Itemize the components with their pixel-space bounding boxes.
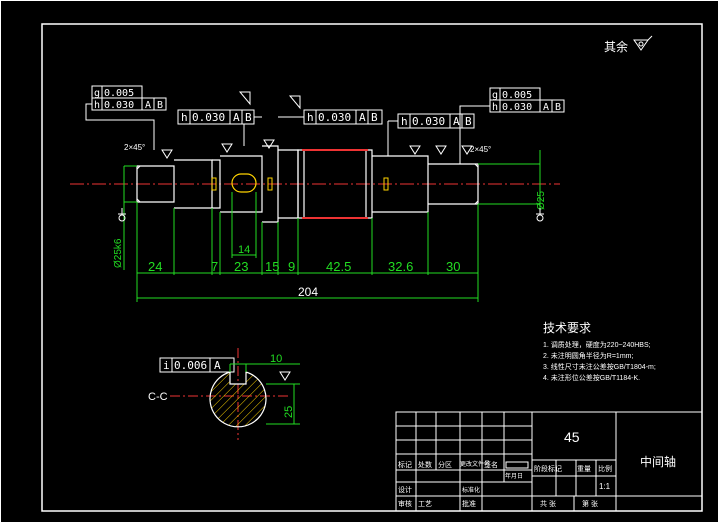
tolerance-frame-mid-left: h 0.030 A B — [177, 109, 262, 146]
tol-left2-datum-b: B — [157, 100, 163, 111]
dim-42-5: 42.5 — [326, 259, 351, 274]
dim-9: 9 — [288, 259, 295, 274]
tol-midright-datum-b: B — [465, 115, 472, 128]
key-mark-left — [211, 177, 217, 191]
tb-date: 年月日 — [505, 472, 523, 480]
tol-mid-datum-a: A — [359, 111, 366, 124]
tol-mid-value: 0.030 — [318, 111, 351, 124]
tb-mark: 标记 — [398, 460, 412, 469]
section-key-width: 10 — [270, 353, 282, 365]
roughness-note: 其余 — [604, 39, 628, 54]
tol-mid-datum-b: B — [371, 111, 378, 124]
tb-scale-label: 比例 — [598, 464, 612, 473]
tol-right2-symbol: h — [492, 102, 498, 113]
dim-7: 7 — [211, 259, 218, 274]
tech-item-3: 3. 线性尺寸未注公差按GB/T1804-m; — [543, 362, 656, 371]
tol-midleft-datum-b: B — [245, 111, 252, 124]
tol-left2-symbol: h — [94, 100, 100, 111]
tol-right-value: 0.005 — [502, 90, 532, 101]
tech-item-1: 1. 调质处理，硬度为220~240HBS; — [543, 340, 651, 349]
key-mark-mid — [267, 177, 273, 191]
tb-change: 更改文件号 — [460, 460, 490, 468]
datum-b-marker — [536, 208, 544, 222]
datum-a-marker — [118, 208, 126, 222]
tol-midright-datum-a: A — [453, 115, 460, 128]
dim-diameter-left: Ø25k6 — [113, 238, 124, 268]
tb-sheet-total: 共 张 — [540, 499, 556, 508]
tol-left2-value: 0.030 — [104, 100, 134, 111]
dim-32-6: 32.6 — [388, 259, 413, 274]
section-cc-profile — [209, 371, 267, 428]
tech-title: 技术要求 — [543, 321, 591, 335]
tol-right2-value: 0.030 — [502, 102, 532, 113]
tol-left-symbol: g — [94, 88, 100, 99]
tol-left2-datum-a: A — [145, 100, 151, 111]
dim-keyway-length: 14 — [238, 244, 250, 256]
dimension-lines — [123, 150, 541, 302]
tol-section-symbol: i — [163, 359, 170, 372]
dim-23: 23 — [234, 259, 248, 274]
tolerance-frame-mid: h 0.030 A B — [278, 109, 383, 125]
tb-approve: 批准 — [462, 499, 476, 508]
tol-right2-datum-a: A — [543, 102, 549, 113]
tech-item-2: 2. 未注明圆角半径为R=1mm; — [543, 351, 633, 360]
roughness-marks-icon — [161, 91, 473, 159]
tb-stage: 阶段标记 — [534, 464, 562, 473]
part-name: 中间轴 — [640, 454, 676, 469]
chamfer-left: 2×45° — [124, 143, 145, 152]
tb-scale: 1:1 — [599, 482, 611, 491]
chamfer-right: 2×45° — [470, 145, 491, 154]
dim-15: 15 — [265, 259, 279, 274]
tol-midright-symbol: h — [401, 115, 408, 128]
tb-review: 审核 — [398, 499, 412, 508]
tech-item-4: 4. 未注形位公差按GB/T1184-K. — [543, 373, 640, 382]
tb-sign: 签名 — [484, 460, 498, 469]
tol-mid-symbol: h — [307, 111, 314, 124]
tb-count: 处数 — [418, 460, 432, 469]
title-block — [395, 411, 703, 512]
section-label: C-C — [148, 391, 168, 403]
tol-midright-value: 0.030 — [412, 115, 445, 128]
tol-midleft-symbol: h — [181, 111, 188, 124]
tb-weight: 重量 — [577, 465, 591, 473]
tb-design: 设计 — [398, 485, 412, 494]
tb-zone: 分区 — [438, 460, 452, 469]
tb-standard: 标准化 — [462, 486, 480, 494]
tol-section-value: 0.006 — [174, 359, 207, 372]
dim-diameter-right: Ø25 — [536, 191, 547, 210]
dim-30: 30 — [446, 259, 460, 274]
section-dims — [229, 363, 300, 425]
tol-right2-datum-b: B — [555, 102, 561, 113]
material: 45 — [564, 429, 580, 445]
dim-24: 24 — [148, 259, 162, 274]
drawing-frame — [41, 23, 703, 512]
tolerance-frame-section: i 0.006 A — [159, 357, 235, 373]
tolerance-frame-right: g 0.005 h 0.030 A B — [459, 87, 565, 164]
dim-overall: 204 — [298, 285, 318, 299]
tb-process: 工艺 — [418, 500, 432, 508]
tol-section-datum: A — [214, 359, 221, 372]
tol-right-symbol: g — [492, 90, 498, 101]
key-mark-right — [383, 177, 389, 191]
tol-left-value: 0.005 — [104, 88, 134, 99]
tb-sheet-no: 第 张 — [582, 499, 598, 508]
section-depth: 25 — [283, 406, 295, 418]
tol-midleft-value: 0.030 — [192, 111, 225, 124]
tolerance-frame-mid-right: h 0.030 A B — [387, 113, 475, 156]
roughness-symbol-icon — [633, 35, 653, 51]
tol-midleft-datum-a: A — [233, 111, 240, 124]
section-roughness-icon — [279, 371, 291, 381]
tolerance-frame-left: g 0.005 h 0.030 A B — [85, 85, 167, 150]
title-block-stamp — [505, 461, 529, 469]
